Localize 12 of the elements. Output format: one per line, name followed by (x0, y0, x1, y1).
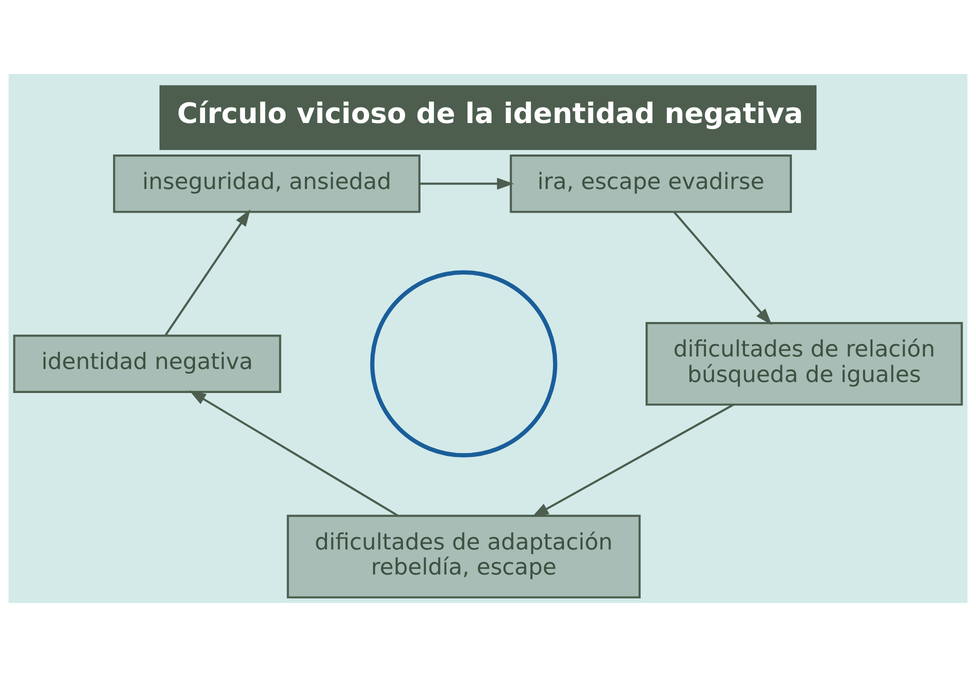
node-box: inseguridad, ansiedad (113, 154, 420, 213)
arrow (419, 178, 514, 190)
diagram-title: Círculo vicioso de la identidad negativa (177, 97, 804, 130)
arrow (673, 211, 772, 326)
node-box: ira, escape evadirse (510, 154, 792, 213)
node-box: dificultades de adaptación rebeldía, escape (286, 514, 641, 598)
node-circle (370, 270, 558, 458)
node-box: identidad negativa (13, 334, 282, 394)
arrow (189, 390, 398, 516)
node-box: dificultades de relación búsqueda de iguales (646, 322, 963, 406)
arrow (164, 209, 250, 336)
arrow (532, 404, 734, 518)
